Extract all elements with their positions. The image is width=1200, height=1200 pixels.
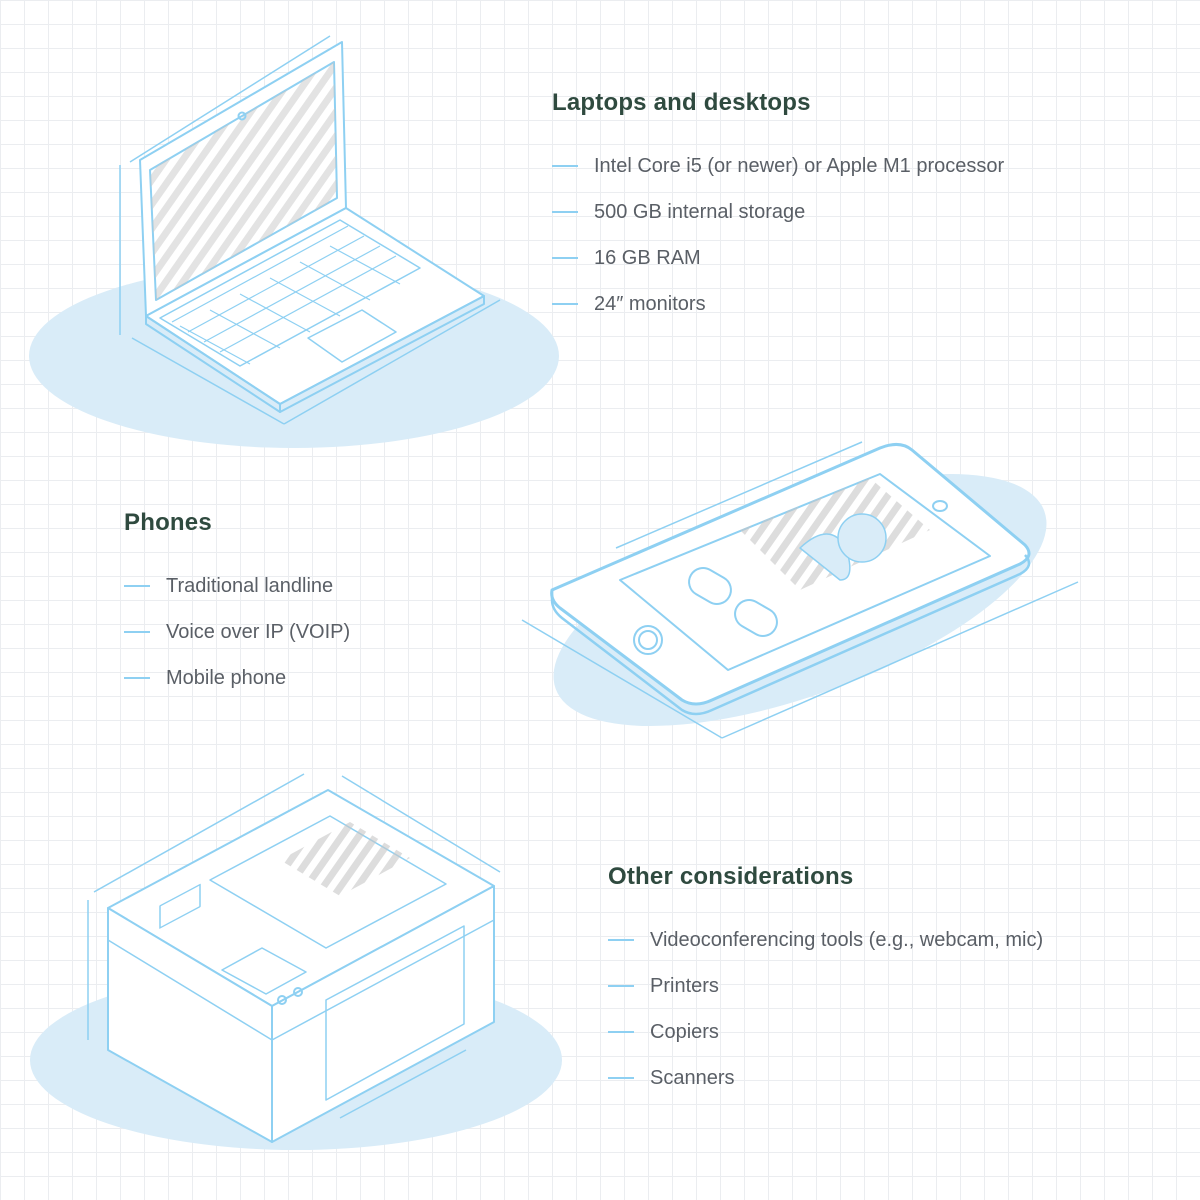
- list-item: 24″ monitors: [552, 281, 1004, 327]
- laptop-icon: [29, 35, 559, 448]
- list-item-label: Copiers: [650, 1020, 719, 1043]
- list-item: Intel Core i5 (or newer) or Apple M1 pro…: [552, 143, 1004, 189]
- phones-section: Phones Traditional landline Voice over I…: [124, 509, 350, 701]
- list-item-label: Traditional landline: [166, 574, 334, 597]
- other-title: Other considerations: [608, 863, 854, 890]
- list-item-label: Printers: [650, 974, 719, 997]
- dash-icon: [124, 677, 150, 679]
- list-item-label: Mobile phone: [166, 666, 287, 689]
- list-item: Mobile phone: [124, 655, 350, 701]
- printer-icon: [30, 773, 562, 1150]
- laptops-list: Intel Core i5 (or newer) or Apple M1 pro…: [552, 143, 1004, 327]
- list-item-label: 16 GB RAM: [594, 246, 701, 269]
- dash-icon: [124, 631, 150, 633]
- dash-icon: [552, 211, 578, 213]
- dash-icon: [552, 303, 578, 305]
- dash-icon: [552, 257, 578, 259]
- dash-icon: [608, 985, 634, 987]
- list-item: Scanners: [608, 1055, 1043, 1101]
- list-item: Printers: [608, 963, 1043, 1009]
- list-item-label: Scanners: [650, 1066, 735, 1089]
- list-item-label: 24″ monitors: [594, 292, 706, 315]
- phone-icon: [521, 441, 1079, 739]
- other-section: Other considerations Videoconferencing t…: [608, 863, 1043, 1101]
- list-item: Videoconferencing tools (e.g., webcam, m…: [608, 917, 1043, 963]
- dash-icon: [124, 585, 150, 587]
- list-item-label: Videoconferencing tools (e.g., webcam, m…: [650, 928, 1044, 951]
- list-item-label: Intel Core i5 (or newer) or Apple M1 pro…: [594, 154, 1005, 177]
- laptops-section: Laptops and desktops Intel Core i5 (or n…: [552, 89, 1004, 327]
- laptops-title: Laptops and desktops: [552, 89, 811, 116]
- list-item: 16 GB RAM: [552, 235, 1004, 281]
- list-item: Voice over IP (VOIP): [124, 609, 350, 655]
- dash-icon: [608, 939, 634, 941]
- phones-list: Traditional landline Voice over IP (VOIP…: [124, 563, 350, 701]
- other-list: Videoconferencing tools (e.g., webcam, m…: [608, 917, 1043, 1101]
- list-item: Copiers: [608, 1009, 1043, 1055]
- list-item: 500 GB internal storage: [552, 189, 1004, 235]
- phones-title: Phones: [124, 509, 212, 536]
- dash-icon: [608, 1031, 634, 1033]
- list-item-label: Voice over IP (VOIP): [166, 620, 351, 643]
- list-item-label: 500 GB internal storage: [594, 200, 806, 223]
- list-item: Traditional landline: [124, 563, 350, 609]
- dash-icon: [552, 165, 578, 167]
- dash-icon: [608, 1077, 634, 1079]
